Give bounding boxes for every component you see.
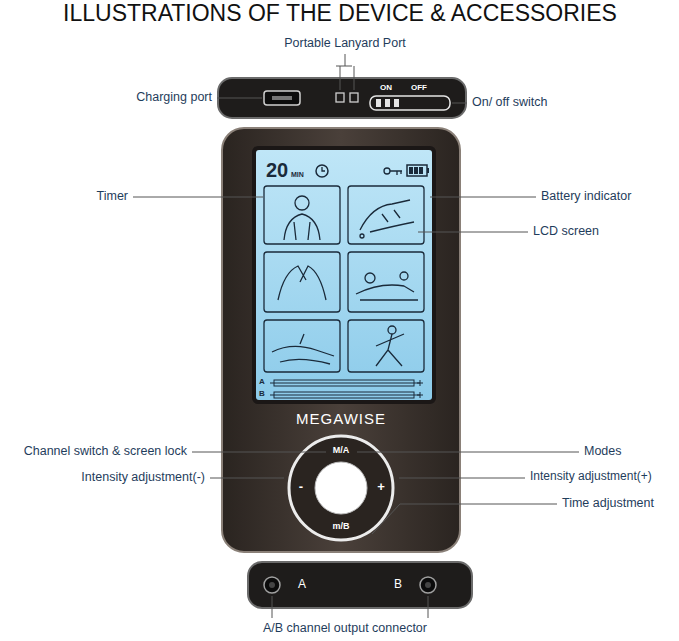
switch-label: ON — [380, 83, 392, 92]
callout-label: Time adjustment — [562, 496, 654, 510]
callout-label: Timer — [97, 189, 128, 203]
callout-label: Portable Lanyard Port — [284, 36, 406, 50]
button-label: m/B — [332, 521, 349, 531]
switch-label: OFF — [411, 83, 427, 92]
channel-label: A — [259, 377, 265, 386]
top-view — [218, 78, 466, 118]
button-label: + — [377, 480, 385, 495]
timer-digits: 20 — [266, 159, 288, 182]
callout-label: Channel switch & screen lock — [24, 444, 187, 458]
connector-label: B — [394, 578, 402, 592]
callout-label: Battery indicator — [541, 189, 631, 203]
page-title: ILLUSTRATIONS OF THE DEVICE & ACCESSORIE… — [63, 0, 617, 26]
timer-unit: MIN — [291, 171, 304, 179]
brand-logo: MEGAWISE — [296, 410, 386, 427]
button-label: - — [299, 480, 303, 495]
button-label: M/A — [333, 445, 350, 455]
connector-label: A — [298, 578, 306, 592]
bottom-view — [248, 562, 472, 608]
device-body — [222, 128, 460, 552]
callout-label: A/B channel output connector — [263, 621, 427, 635]
callout-label: Intensity adjustment(+) — [530, 470, 652, 484]
callout-label: Charging port — [136, 90, 212, 104]
callout-label: LCD screen — [533, 224, 599, 238]
callout-label: Intensity adjustment(-) — [81, 470, 205, 484]
channel-label: B — [259, 389, 265, 398]
leader-lines — [133, 54, 579, 618]
callout-label: On/ off switch — [472, 95, 548, 109]
callout-label: Modes — [584, 444, 622, 458]
